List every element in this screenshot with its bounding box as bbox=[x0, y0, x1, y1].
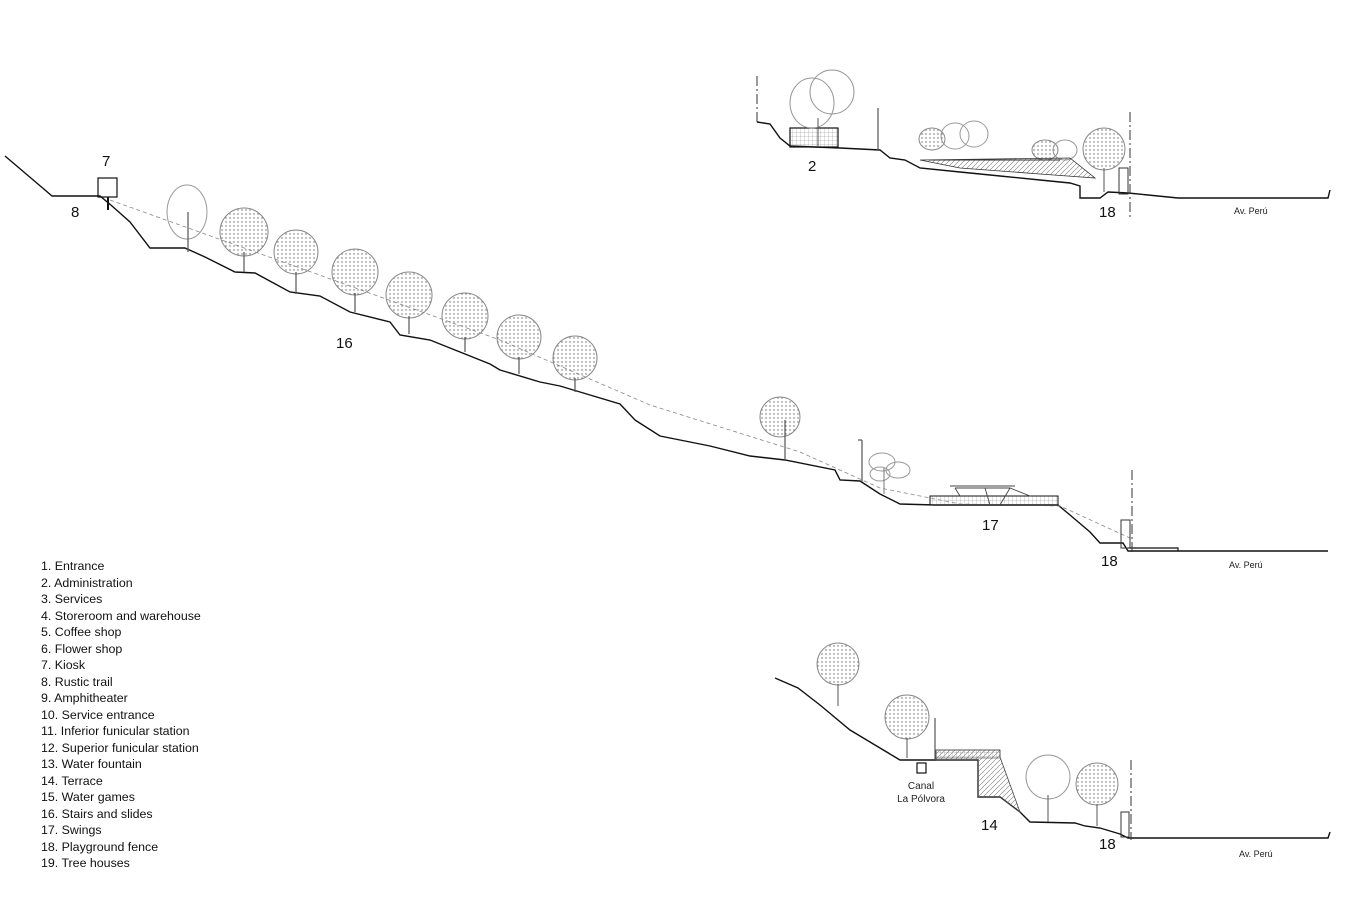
legend-item: 9. Amphitheater bbox=[41, 691, 128, 705]
tree-outline bbox=[789, 69, 855, 146]
tree bbox=[385, 271, 433, 334]
tree bbox=[331, 248, 379, 312]
legend-item: 2. Administration bbox=[41, 575, 133, 590]
label-7: 7 bbox=[102, 153, 110, 170]
administration-building bbox=[789, 127, 839, 148]
main-slope-dashed bbox=[109, 199, 1131, 539]
label-18: 18 bbox=[1099, 836, 1116, 853]
legend-item: 18. Playground fence bbox=[41, 839, 159, 854]
fence-post bbox=[1118, 167, 1129, 195]
tree bbox=[219, 207, 269, 272]
tree-cluster bbox=[918, 120, 1078, 161]
label-8: 8 bbox=[71, 204, 79, 221]
kiosk-structure bbox=[97, 177, 118, 198]
canal-label-line1: Canal bbox=[908, 781, 934, 792]
legend-item: 8. Rustic trail bbox=[41, 674, 113, 689]
canal-box bbox=[916, 762, 927, 774]
legend-item: 6. Flower shop bbox=[41, 641, 123, 656]
terrace-block bbox=[935, 749, 1021, 814]
tree bbox=[273, 229, 319, 294]
tree bbox=[496, 314, 542, 374]
tree bbox=[759, 396, 801, 460]
tree bbox=[1075, 762, 1119, 826]
tree-outline bbox=[1025, 754, 1071, 822]
tree bbox=[441, 292, 489, 352]
tree bbox=[884, 694, 930, 758]
bottom-section: Canal La Pólvora 14 18 Av. Perú bbox=[774, 642, 1331, 859]
canal-label-line2: La Pólvora bbox=[897, 794, 945, 805]
shrub-group bbox=[868, 452, 911, 494]
street-label: Av. Perú bbox=[1229, 560, 1263, 570]
main-section: 7 8 16 17 18 Av. Perú bbox=[4, 153, 1328, 570]
legend-item: 12. Superior funicular station bbox=[41, 740, 199, 755]
legend-item: 1. Entrance bbox=[41, 559, 105, 573]
legend-item: 5. Coffee shop bbox=[41, 625, 122, 639]
legend-item: 7. Kiosk bbox=[41, 658, 86, 672]
legend-item: 3. Services bbox=[41, 592, 103, 606]
tree-outline bbox=[166, 184, 208, 252]
bottom-terrain-profile bbox=[774, 677, 1331, 839]
top-section: 2 18 Av. Perú bbox=[756, 69, 1331, 221]
label-18: 18 bbox=[1099, 204, 1116, 221]
tree-row bbox=[219, 207, 801, 460]
legend-item: 19. Tree houses bbox=[41, 856, 130, 870]
tree bbox=[1082, 127, 1126, 192]
swings-structure bbox=[929, 485, 1059, 506]
legend-item: 17. Swings bbox=[41, 823, 102, 837]
legend-list: 1. Entrance 2. Administration 3. Service… bbox=[41, 558, 201, 872]
fence-post bbox=[1120, 811, 1130, 838]
label-17: 17 bbox=[982, 517, 999, 534]
legend-item: 4. Storeroom and warehouse bbox=[41, 608, 201, 623]
label-18: 18 bbox=[1101, 553, 1118, 570]
legend-item: 13. Water fountain bbox=[41, 757, 142, 771]
legend-item: 14. Terrace bbox=[41, 773, 103, 788]
fence-post bbox=[1120, 519, 1131, 549]
label-2: 2 bbox=[808, 158, 816, 175]
tree bbox=[552, 335, 598, 392]
bridge-structure bbox=[919, 157, 1097, 179]
label-16: 16 bbox=[336, 335, 353, 352]
street-label: Av. Perú bbox=[1234, 206, 1268, 216]
legend-item: 15. Water games bbox=[41, 790, 135, 804]
street-label: Av. Perú bbox=[1239, 849, 1273, 859]
terrace-deck bbox=[935, 749, 1001, 759]
main-street-step bbox=[1128, 547, 1179, 551]
label-14: 14 bbox=[981, 817, 998, 834]
legend-item: 16. Stairs and slides bbox=[41, 806, 153, 821]
legend-item: 11. Inferior funicular station bbox=[41, 724, 190, 738]
legend-item: 10. Service entrance bbox=[41, 707, 155, 722]
tree bbox=[816, 642, 860, 706]
